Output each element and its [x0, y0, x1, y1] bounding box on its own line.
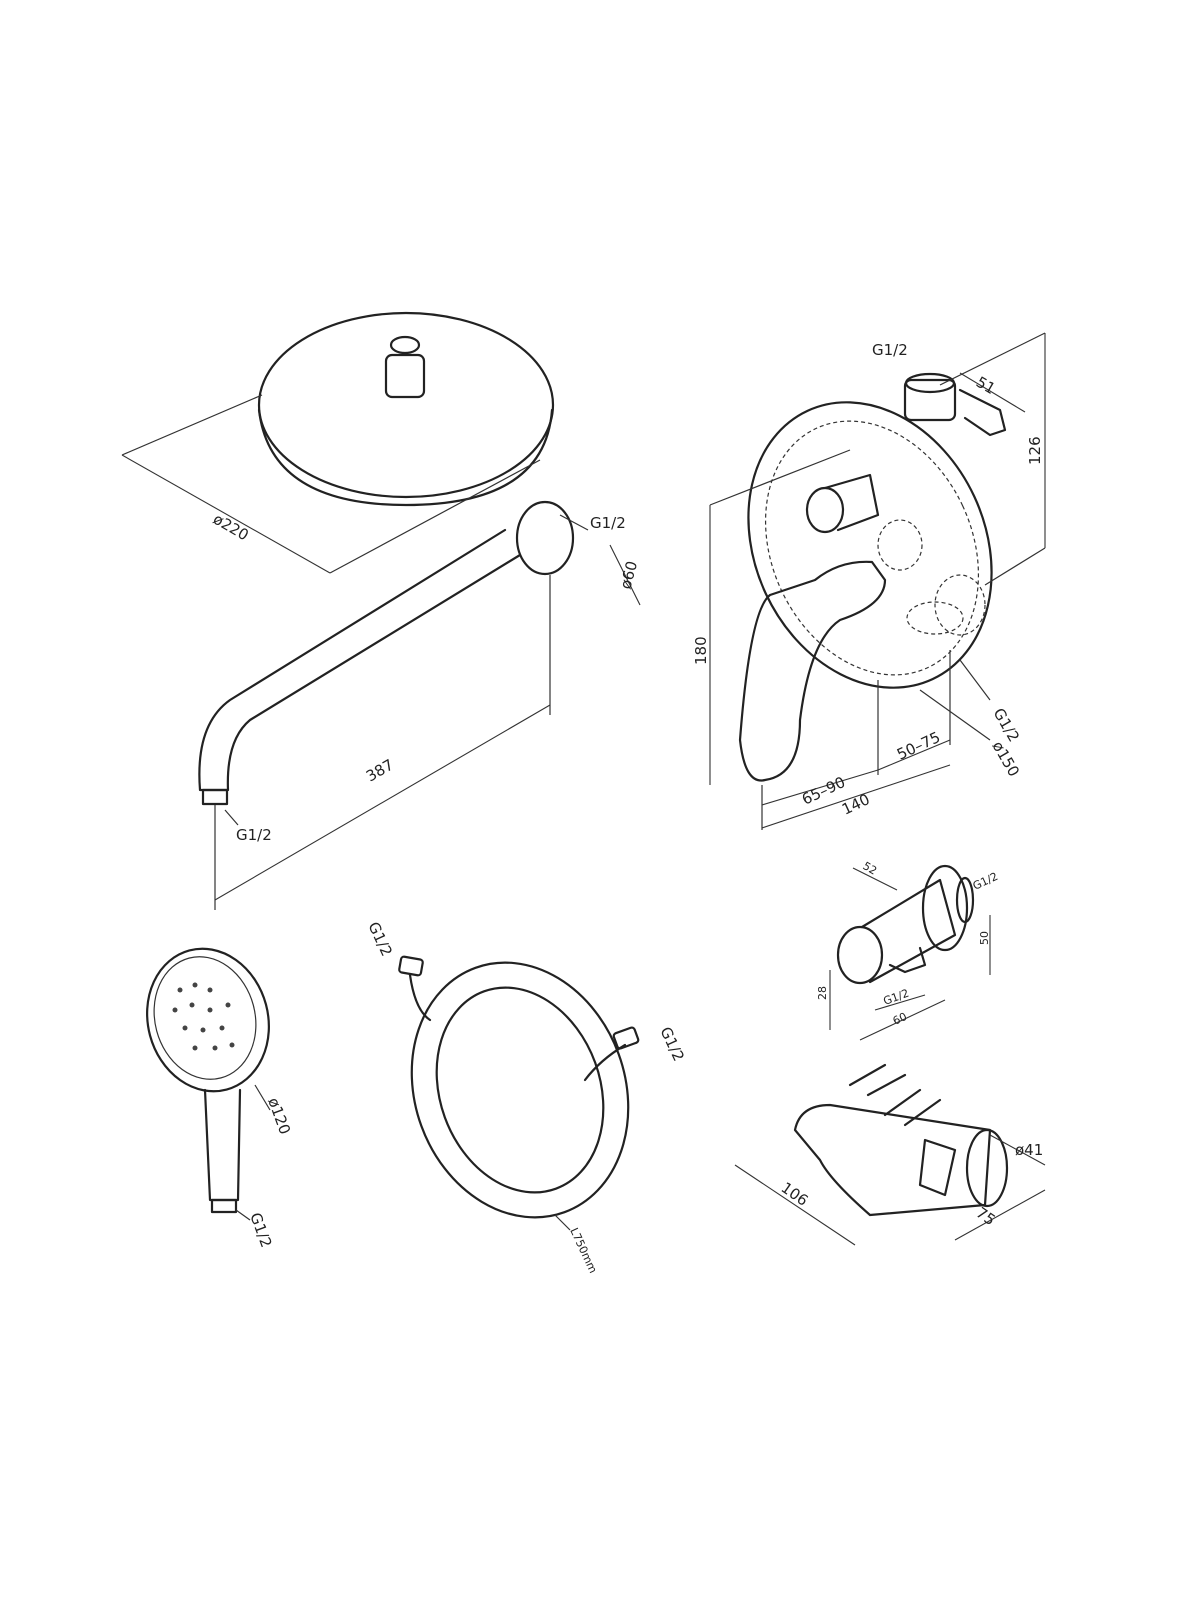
spray-nozzles: [172, 982, 235, 1051]
hose-thread-2-label: G1/2: [656, 1024, 687, 1064]
hose-length-label: L750mm: [567, 1226, 599, 1276]
arm-length-label: 387: [363, 756, 397, 786]
concealed-mixer: G1/2 51 126 180 G1/2 ø150 50–75 65–90 14…: [692, 332, 1046, 830]
mixer-outlet-thread-label: G1/2: [990, 705, 1023, 745]
shower-arm: G1/2 ø60 387 G1/2: [198, 500, 641, 910]
mixer-depth-total-label: 140: [839, 790, 873, 818]
arm-flange-label: ø60: [616, 559, 641, 591]
holder-length-label: 106: [778, 1179, 812, 1210]
hose-thread-1-label: G1/2: [364, 919, 395, 959]
mixer-depth-range-1-label: 50–75: [894, 728, 943, 764]
mixer-height-label: 180: [692, 636, 710, 665]
connector-thread-bottom-label: G1/2: [882, 987, 911, 1008]
mixer-plate-diameter-label: ø150: [989, 738, 1023, 780]
overhead-shower-head: ø220: [121, 311, 555, 574]
connector-thread-top-label: G1/2: [971, 870, 1000, 893]
hand-shower-diameter-label: ø120: [264, 1095, 294, 1137]
holder-diameter-label: ø41: [1015, 1141, 1043, 1159]
shower-holder: ø41 106 75: [734, 1063, 1046, 1246]
holder-width-label: 75: [973, 1204, 999, 1230]
arm-thread-label: G1/2: [590, 514, 626, 532]
hand-shower: ø120 G1/2: [146, 947, 294, 1250]
connector-depth-label: 60: [891, 1010, 909, 1028]
connector-offset-label: 28: [816, 986, 829, 1000]
connector-height-label: 50: [978, 931, 991, 945]
hand-shower-thread-label: G1/2: [246, 1210, 275, 1250]
wall-connector: 52 G1/2 50 28 G1/2 60: [816, 859, 1000, 1041]
mixer-offset-label: 126: [1026, 436, 1044, 465]
connector-width-label: 52: [861, 859, 880, 877]
screws-and-plugs: [848, 1063, 942, 1127]
arm-outlet-thread-label: G1/2: [236, 826, 272, 844]
head-diameter-label: ø220: [210, 510, 252, 544]
shower-hose: G1/2 G1/2 L750mm: [364, 919, 687, 1275]
mixer-inlet-thread-label: G1/2: [872, 341, 908, 359]
